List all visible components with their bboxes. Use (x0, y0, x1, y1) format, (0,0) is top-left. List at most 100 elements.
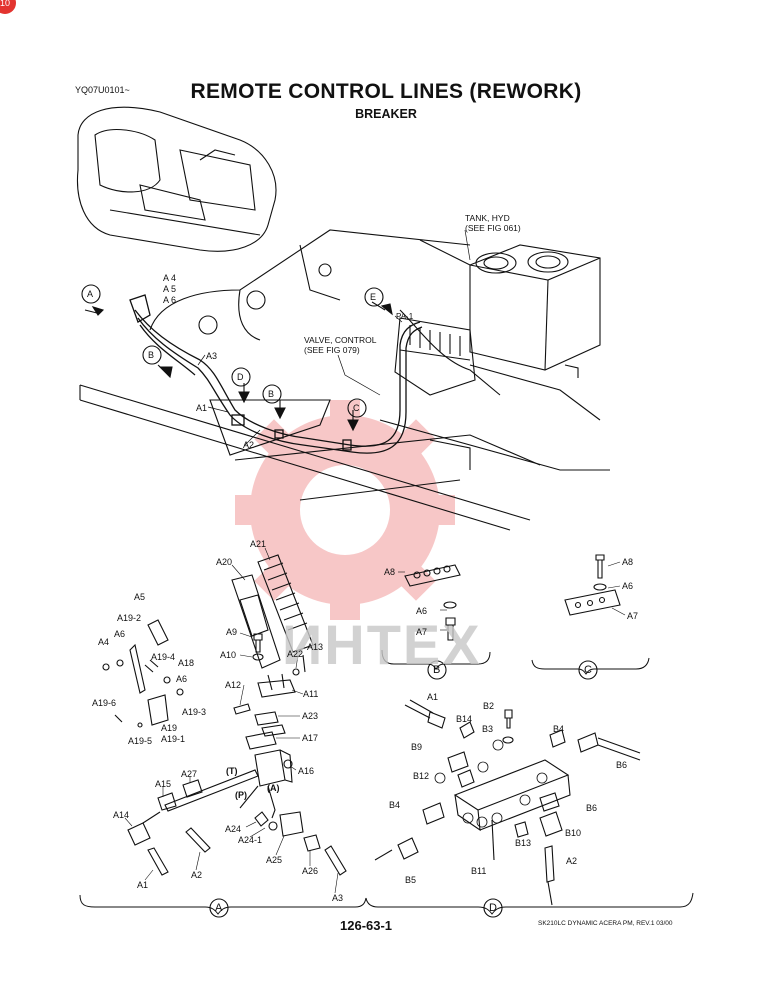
page-title: REMOTE CONTROL LINES (REWORK) (190, 80, 582, 103)
part-label: B14 (456, 714, 473, 724)
part-label: A24 (225, 824, 242, 834)
circled-letter-markers (81, 284, 384, 418)
part-label: A15 (155, 779, 172, 789)
detail-a-leaders (124, 547, 626, 894)
detail-b-clamp (404, 564, 461, 641)
section-tag-d: D (489, 902, 497, 914)
part-label: A20 (216, 557, 233, 567)
part-label: A19-2 (117, 613, 142, 623)
part-label: A13 (307, 642, 324, 652)
detail-c-clamp (564, 554, 621, 616)
revision-note: SK210LC DYNAMIC ACERA PM, REV.1 03/00 (538, 920, 673, 927)
part-label: A17 (302, 733, 319, 743)
machine-overview-sketch (76, 106, 277, 252)
part-label: A5 (134, 592, 146, 602)
control-hose-routing (129, 294, 423, 454)
part-label: A10 (220, 650, 237, 660)
hydraulic-tank (469, 244, 601, 378)
detail-a-pedal-assembly (102, 554, 347, 876)
label-a4: A 4 (163, 273, 177, 283)
part-label: A1 (427, 692, 439, 702)
label-a1: A1 (196, 403, 208, 413)
label-a3: A3 (206, 351, 218, 361)
part-label: B10 (565, 828, 582, 838)
part-label: B6 (586, 803, 598, 813)
circle-letter-a: A (87, 289, 94, 299)
part-label: B12 (413, 771, 430, 781)
leader-lines (197, 229, 471, 446)
part-label: B9 (411, 742, 423, 752)
part-label: A19-6 (92, 698, 117, 708)
part-label: A3 (332, 893, 344, 903)
part-label: A21 (250, 539, 267, 549)
part-label: A19 (161, 723, 178, 733)
detail-d-manifold (374, 699, 641, 906)
chassis-frame (79, 229, 610, 531)
part-label: A26 (302, 866, 319, 876)
label-a6: A 6 (163, 295, 177, 305)
part-label: B13 (515, 838, 532, 848)
callout-arrows (84, 301, 393, 432)
part-label: A8 (622, 557, 634, 567)
port-label-t: (T) (226, 766, 238, 776)
part-label: A19-4 (151, 652, 176, 662)
part-label: A7 (416, 627, 428, 637)
part-label: A11 (303, 689, 319, 699)
part-label: B4 (389, 800, 401, 810)
part-label: A7 (627, 611, 639, 621)
part-label: A24-1 (238, 835, 263, 845)
label-pa1: PA₁1 (396, 312, 414, 321)
part-label: A6 (622, 581, 634, 591)
page-code: YQ07U0101~ (75, 85, 130, 95)
port-label-p: (P) (235, 790, 247, 800)
circle-letter-b: B (148, 350, 155, 360)
section-tag-circles (209, 660, 598, 918)
part-label: B3 (482, 724, 494, 734)
part-label: A19-5 (128, 736, 153, 746)
circle-letter-e: E (370, 292, 377, 302)
part-label: A9 (226, 627, 238, 637)
label-a2: A2 (243, 440, 255, 450)
part-label: A6 (176, 674, 188, 684)
port-label-a: (A) (267, 783, 280, 793)
section-tag-a: A (215, 902, 223, 914)
part-label: A12 (225, 680, 242, 690)
part-label: A6 (114, 629, 126, 639)
tank-callout: TANK, HYD (SEE FIG 061) (465, 213, 521, 233)
circle-letter-c: C (353, 403, 360, 413)
part-label: B6 (616, 760, 628, 770)
part-label: A6 (416, 606, 428, 616)
watermark-gear-icon (235, 400, 455, 620)
page-subtitle: BREAKER (355, 107, 417, 121)
corner-badge: 10 (0, 0, 16, 14)
part-label: A2 (566, 856, 578, 866)
part-label: A19-1 (161, 734, 186, 744)
part-label: B4 (553, 724, 565, 734)
port-markers (434, 739, 548, 828)
part-label: A8 (384, 567, 396, 577)
part-label: A16 (298, 766, 315, 776)
label-a5: A 5 (163, 284, 177, 294)
part-label: A14 (113, 810, 130, 820)
circle-letter-d: D (237, 372, 244, 382)
part-label: B5 (405, 875, 417, 885)
part-label: A18 (178, 658, 195, 668)
part-label: A22 (287, 649, 304, 659)
part-label: A27 (181, 769, 198, 779)
section-braces (79, 649, 694, 915)
part-label: B2 (483, 701, 495, 711)
page-number: 126-63-1 (340, 918, 393, 933)
part-label: A2 (191, 870, 203, 880)
part-label: A1 (137, 880, 149, 890)
part-label: B11 (471, 866, 487, 876)
part-label: A23 (302, 711, 319, 721)
part-label: A4 (98, 637, 110, 647)
section-tag-b: B (433, 664, 441, 676)
part-label: A19-3 (182, 707, 207, 717)
section-tag-c: C (584, 664, 592, 676)
part-label: A25 (266, 855, 283, 865)
watermark-text: ИНТЕХ (282, 613, 482, 676)
valve-callout: VALVE, CONTROL (SEE FIG 079) (304, 335, 377, 355)
circle-letter-b2: B (268, 389, 275, 399)
